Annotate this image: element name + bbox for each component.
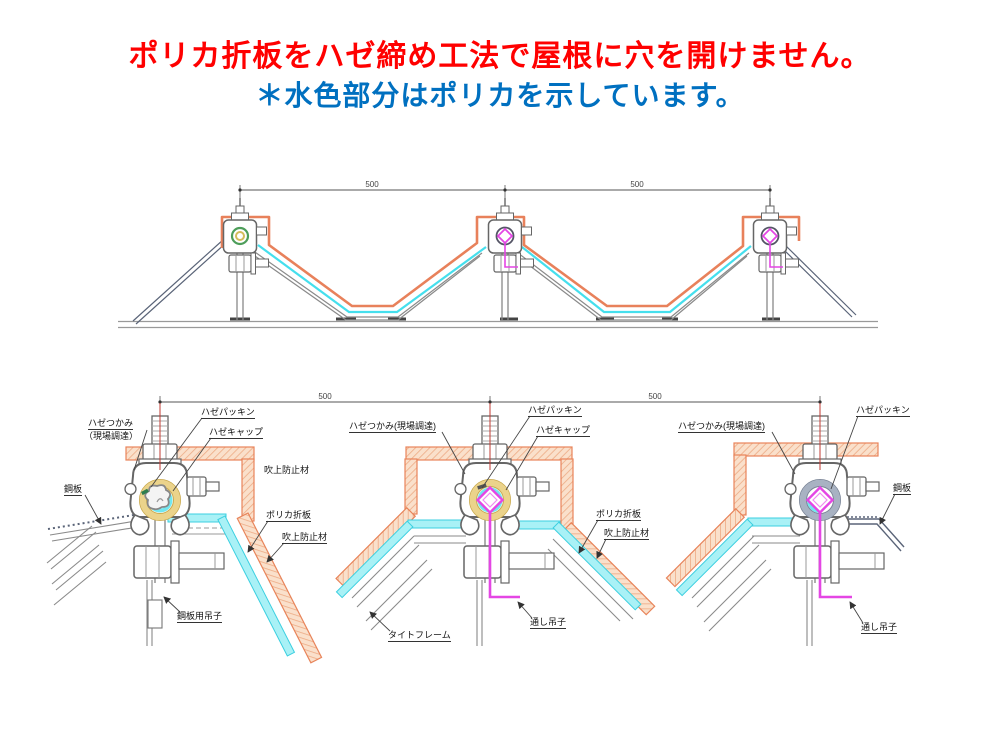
- title-line-1: ポリカ折板をハゼ締め工法で屋根に穴を開けません。: [128, 40, 872, 73]
- overview-dim-right: 500: [630, 180, 644, 189]
- label-middle-haze-packing: ハゼパッキン: [528, 405, 582, 417]
- label-middle-polyca-oriita: ポリカ折板: [596, 509, 642, 521]
- title-line-2: ＊水色部分はポリカを示しています。: [255, 80, 745, 111]
- label-left-fukiage-lower: 吹上防止材: [282, 532, 328, 544]
- slide-title: ポリカ折板をハゼ締め工法で屋根に穴を開けません。 ＊水色部分はポリカを示していま…: [0, 36, 1000, 114]
- label-middle-haze-tsukami: ハゼつかみ(現場調達): [349, 421, 436, 433]
- detail-diagrams: [46, 396, 905, 664]
- leader-lines: [84, 415, 896, 632]
- label-left-haze-tsukami: ハゼつかみ: [88, 418, 134, 430]
- overview-dim-left: 500: [365, 180, 379, 189]
- label-right-haze-tsukami: ハゼつかみ(現場調達): [678, 421, 765, 433]
- detail-middle: [335, 403, 656, 647]
- label-middle-tight-frame: タイトフレーム: [388, 630, 451, 642]
- label-left-kouhan-tsurigo: 鋼板用吊子: [177, 611, 223, 623]
- label-middle-tooshi-tsurigo: 通し吊子: [530, 617, 567, 629]
- label-right-haze-packing: ハゼパッキン: [856, 405, 910, 417]
- detail-dim-right: 500: [648, 392, 662, 401]
- label-left-haze-packing: ハゼパッキン: [201, 407, 255, 419]
- detail-dim-left: 500: [318, 392, 332, 401]
- overview-diagram: [118, 185, 878, 329]
- label-left-fukiage-upper: 吹上防止材: [264, 465, 310, 475]
- label-left-kouhan: 鋼板: [64, 484, 83, 496]
- label-right-tooshi-tsurigo: 通し吊子: [861, 622, 898, 634]
- label-middle-haze-cap: ハゼキャップ: [536, 425, 591, 437]
- label-middle-fukiage: 吹上防止材: [604, 528, 650, 540]
- label-left-polyca-oriita: ポリカ折板: [266, 510, 312, 522]
- detail-left: [46, 403, 323, 664]
- label-right-kouhan: 鋼板: [893, 483, 912, 495]
- detail-right: [665, 403, 905, 647]
- label-left-haze-cap: ハゼキャップ: [209, 427, 264, 439]
- label-left-genba-chotatsu: （現場調達）: [84, 431, 139, 441]
